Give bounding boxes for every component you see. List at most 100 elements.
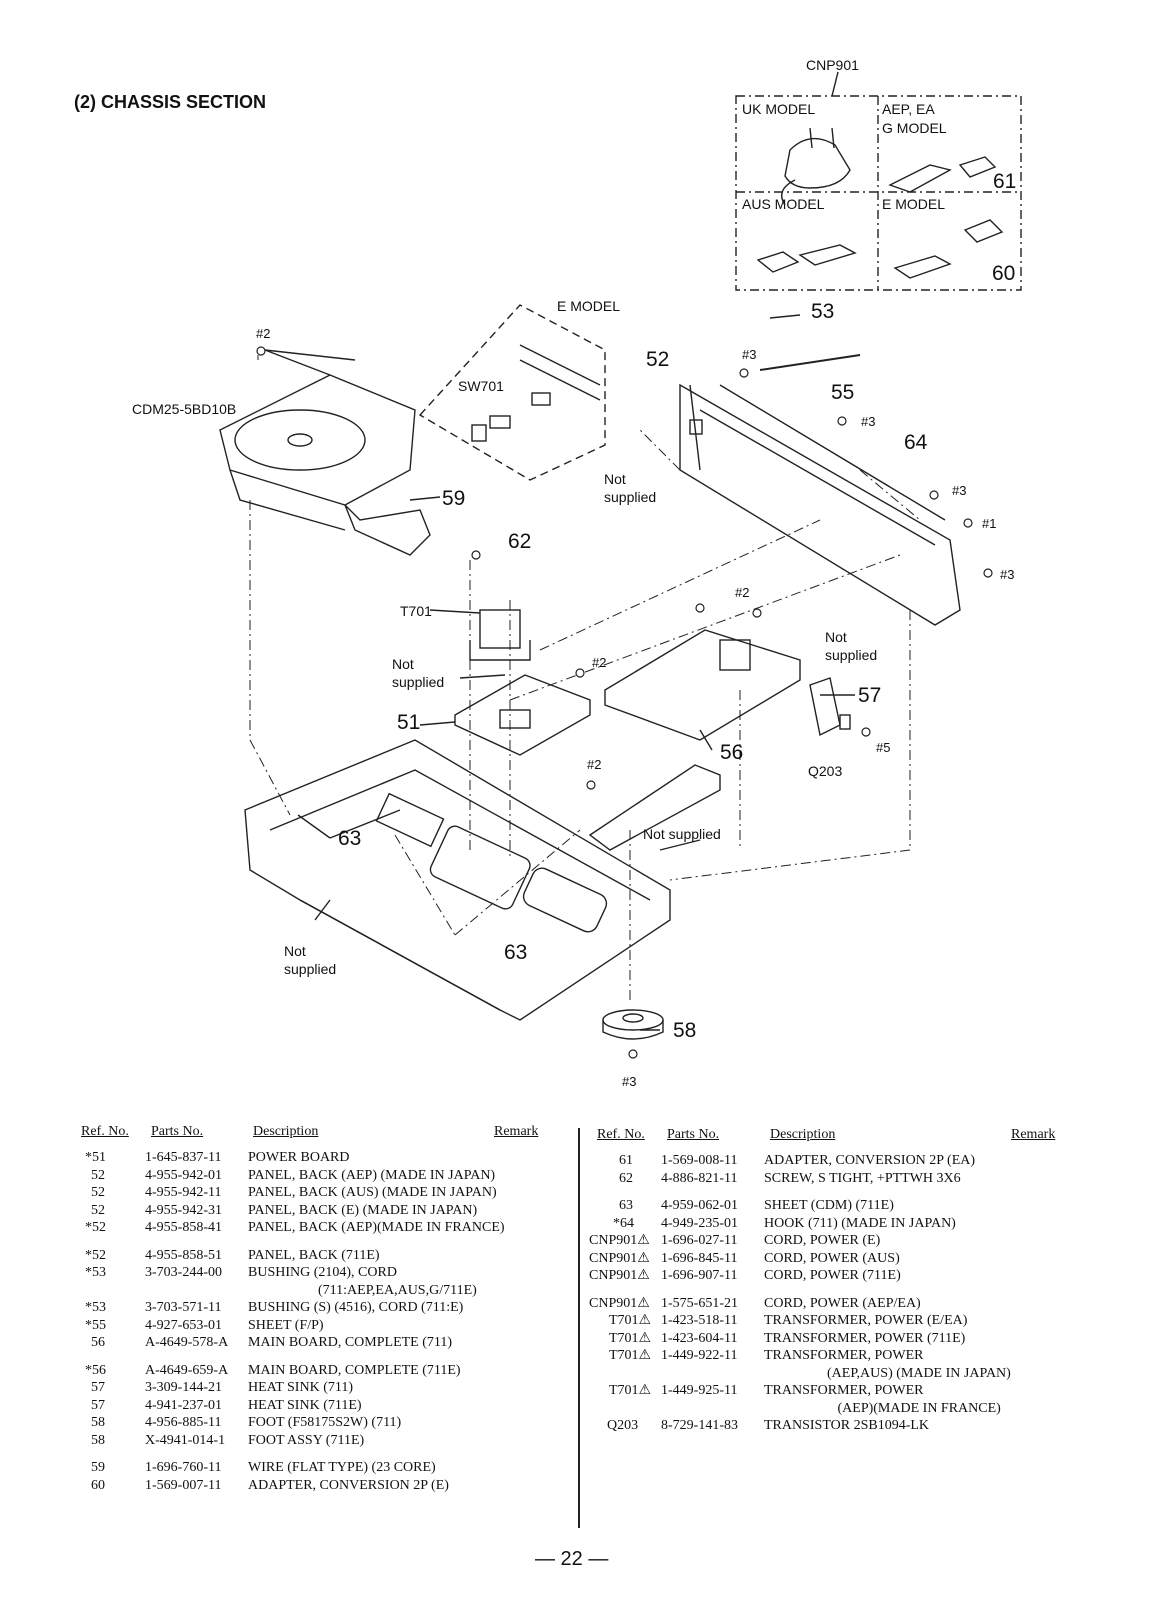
parts-no-cell: 3-309-144-21: [145, 1380, 222, 1395]
parts-no-cell: 1-575-651-21: [661, 1295, 738, 1311]
aep-model-label-1: AEP, EA: [882, 101, 935, 117]
header-description: Description: [253, 1124, 319, 1139]
ref-no-cell: T701⚠: [609, 1383, 652, 1398]
callout-60: 60: [992, 262, 1016, 285]
ref-no-cell: CNP901⚠: [589, 1250, 650, 1266]
callout-62: 62: [508, 530, 532, 553]
table-row: CNP901⚠ 1-696-027-11 CORD, POWER (E): [589, 1232, 1077, 1250]
description-cell: SHEET (F/P): [248, 1317, 324, 1333]
description-cell: (AEP)(MADE IN FRANCE): [764, 1400, 1001, 1416]
ref-no-cell: 56: [91, 1335, 105, 1350]
screw-label: #2: [256, 326, 271, 341]
parts-no-cell: 1-696-027-11: [661, 1233, 738, 1248]
screw-label: #3: [952, 483, 967, 498]
parts-no-cell: 1-423-604-11: [661, 1330, 738, 1346]
header-description: Description: [770, 1127, 836, 1142]
table-row: (711:AEP,EA,AUS,G/711E): [81, 1282, 551, 1300]
callout-61: 61: [993, 170, 1017, 193]
callout-59: 59: [442, 487, 466, 510]
ref-no-cell: T701⚠: [609, 1330, 652, 1346]
table-row: 58 4-956-885-11 FOOT (F58175S2W) (711): [81, 1414, 551, 1432]
header-remark: Remark: [1011, 1127, 1056, 1142]
parts-no-cell: 8-729-141-83: [661, 1418, 738, 1433]
aep-model-label-2: G MODEL: [882, 120, 947, 136]
parts-no-cell: 1-449-925-11: [661, 1383, 738, 1398]
parts-no-cell: 4-956-885-11: [145, 1415, 222, 1430]
parts-no-cell: A-4649-659-A: [145, 1362, 229, 1378]
parts-no-cell: 1-423-518-11: [661, 1313, 738, 1328]
description-cell: MAIN BOARD, COMPLETE (711): [248, 1335, 453, 1350]
ref-no-cell: 63: [619, 1198, 633, 1213]
ref-no-cell: 52: [91, 1185, 105, 1200]
parts-no-cell: 4-927-653-01: [145, 1317, 222, 1333]
parts-no-cell: 4-955-858-41: [145, 1220, 222, 1235]
screw-label: #5: [876, 740, 891, 755]
description-cell: CORD, POWER (AUS): [764, 1250, 900, 1266]
description-cell: BUSHING (S) (4516), CORD (711:E): [248, 1300, 464, 1315]
header-parts-no: Parts No.: [667, 1127, 720, 1142]
parts-no-cell: X-4941-014-1: [145, 1432, 226, 1448]
parts-no-cell: 1-696-845-11: [661, 1250, 738, 1266]
row-gap: [81, 1237, 551, 1247]
ref-no-cell: 52: [91, 1167, 105, 1183]
callout-56: 56: [720, 741, 744, 764]
description-cell: ADAPTER, CONVERSION 2P (E): [248, 1477, 449, 1493]
screw-label: #3: [861, 414, 876, 429]
ref-no-cell: 58: [91, 1415, 105, 1430]
description-cell: TRANSFORMER, POWER: [764, 1383, 924, 1398]
ref-no-cell: Q203: [607, 1418, 639, 1433]
description-cell: HOOK (711) (MADE IN JAPAN): [764, 1215, 956, 1231]
description-cell: TRANSFORMER, POWER: [764, 1348, 924, 1363]
ref-no-cell: CNP901⚠: [589, 1295, 650, 1311]
screw-label: #2: [735, 585, 750, 600]
screw-label: #1: [982, 516, 997, 531]
description-cell: PANEL, BACK (E) (MADE IN JAPAN): [248, 1202, 478, 1218]
ref-no-cell: *52: [85, 1247, 106, 1263]
parts-no-cell: 1-449-922-11: [661, 1348, 738, 1363]
description-cell: TRANSFORMER, POWER (E/EA): [764, 1313, 968, 1328]
description-cell: FOOT (F58175S2W) (711): [248, 1415, 402, 1430]
parts-no-cell: 4-955-942-01: [145, 1167, 222, 1183]
ref-no-cell: *53: [85, 1300, 106, 1315]
parts-no-cell: 4-886-821-11: [661, 1170, 738, 1186]
ref-no-cell: 58: [91, 1432, 105, 1448]
not-supplied-label: Not supplied: [643, 826, 721, 842]
ref-no-cell: 57: [91, 1380, 105, 1395]
screw-label: #3: [742, 347, 757, 362]
ref-no-cell: CNP901⚠: [589, 1233, 650, 1248]
cnp901-label: CNP901: [806, 57, 859, 73]
parts-no-cell: A-4649-578-A: [145, 1335, 229, 1350]
screw-label: #3: [1000, 567, 1015, 582]
callout-57: 57: [858, 684, 882, 707]
description-cell: PANEL, BACK (711E): [248, 1247, 380, 1263]
parts-no-cell: 1-569-008-11: [661, 1153, 738, 1168]
description-cell: CORD, POWER (E): [764, 1233, 881, 1248]
parts-no-cell: 1-645-837-11: [145, 1150, 222, 1165]
parts-table-left: Ref. No. Parts No. Description Remark *5…: [81, 1123, 551, 1494]
header-ref-no: Ref. No.: [81, 1124, 129, 1139]
ref-no-cell: *55: [85, 1317, 106, 1333]
parts-table-right: Ref. No. Parts No. Description Remark 61…: [589, 1126, 1077, 1435]
callout-55: 55: [831, 381, 855, 404]
parts-no-cell: 3-703-244-00: [145, 1265, 222, 1280]
ref-no-cell: T701⚠: [609, 1348, 652, 1363]
section-title: (2) CHASSIS SECTION: [74, 92, 267, 112]
description-cell: BUSHING (2104), CORD: [248, 1265, 397, 1280]
ref-no-cell: *53: [85, 1265, 106, 1280]
